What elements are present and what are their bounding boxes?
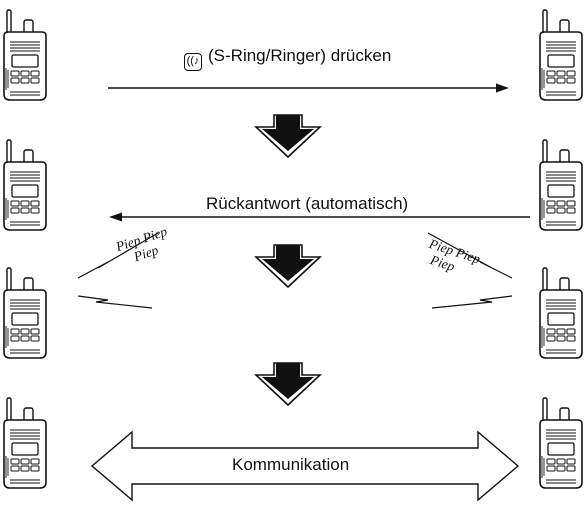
communication-double-arrow [90, 430, 520, 502]
flow-down-arrow-1 [255, 114, 321, 158]
ring-key-icon: ((♪ [184, 53, 202, 71]
radio-left-3 [3, 267, 47, 359]
radio-left-4 [3, 397, 47, 489]
radio-right-3 [539, 267, 583, 359]
step1-arrow [108, 83, 509, 93]
beep-signal-left [77, 232, 159, 309]
step2-label: Rückantwort (automatisch) [206, 194, 409, 213]
flow-down-arrow-3 [255, 362, 321, 406]
radio-left-2 [3, 139, 47, 231]
step2-arrow [109, 212, 530, 222]
beep-signal-right [427, 232, 513, 309]
radio-right-2 [539, 139, 583, 231]
flow-down-arrow-2 [255, 244, 321, 288]
radio-right-4 [539, 397, 583, 489]
step1-label-row: ((♪ (S-Ring/Ringer) drücken [184, 46, 391, 71]
step1-label: (S-Ring/Ringer) drücken [208, 46, 392, 65]
radio-left-1 [3, 9, 47, 101]
radio-right-1 [539, 9, 583, 101]
step4-label: Kommunikation [232, 455, 350, 474]
